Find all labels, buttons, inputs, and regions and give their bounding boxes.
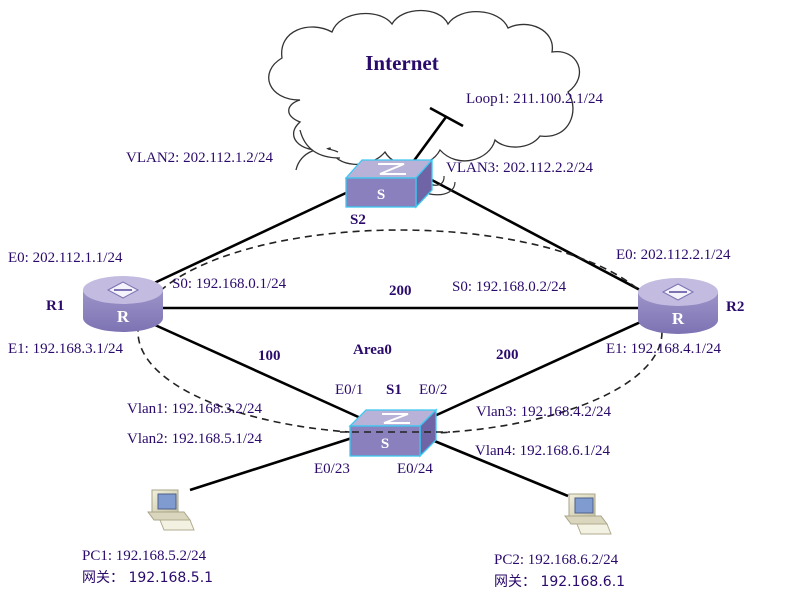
loopback-label: Loop1: 211.100.2.1/24 [466, 91, 603, 107]
s2-vlan3-label: VLAN3: 202.112.2.2/24 [446, 160, 593, 176]
r1-e1-label: E1: 192.168.3.1/24 [8, 341, 123, 357]
s1-vlan2-label: Vlan2: 192.168.5.1/24 [127, 431, 262, 447]
r2-e0-label: E0: 202.112.2.1/24 [616, 247, 731, 263]
link-r1-s2 [149, 190, 349, 287]
link-s2-r2 [427, 176, 641, 292]
r2-s0-label: S0: 192.168.0.2/24 [452, 279, 567, 295]
cost-r2-s1: 200 [496, 347, 519, 363]
cost-r1-s1: 100 [258, 348, 281, 364]
pc1-ip-label: PC1: 192.168.5.2/24 [82, 548, 207, 564]
s2-name: S2 [350, 212, 366, 228]
link-s1-pc2 [431, 438, 569, 498]
internet-cloud: Internet [268, 10, 581, 171]
switch-s2[interactable]: S [344, 158, 434, 209]
pc2-computer[interactable] [564, 493, 612, 535]
link-s1-pc1 [189, 436, 353, 492]
s1-port-e01: E0/1 [335, 382, 363, 398]
r1-name: R1 [46, 298, 64, 314]
internet-label: Internet [365, 51, 438, 75]
router-glyph-r: R [672, 309, 685, 328]
s1-port-e02: E0/2 [419, 382, 447, 398]
r1-e0-label: E0: 202.112.1.1/24 [8, 250, 123, 266]
r2-name: R2 [726, 299, 744, 315]
router-r2[interactable]: R [638, 278, 718, 334]
pc2-gateway-label: 网关： 192.168.6.1 [494, 574, 625, 590]
pc1-computer[interactable] [147, 489, 195, 531]
s1-port-e023: E0/23 [314, 461, 350, 477]
router-r1[interactable]: R [83, 276, 163, 332]
loopback-terminator [429, 106, 464, 128]
s2-vlan2-label: VLAN2: 202.112.1.2/24 [126, 150, 273, 166]
s1-vlan4-label: Vlan4: 192.168.6.1/24 [475, 443, 610, 459]
s1-vlan3-label: Vlan3: 192.168.4.2/24 [476, 404, 611, 420]
s1-vlan1-label: Vlan1: 192.168.3.2/24 [127, 401, 262, 417]
switch-glyph-s: S [377, 187, 385, 203]
s1-port-e024: E0/24 [397, 461, 433, 477]
router-glyph-r: R [117, 307, 130, 326]
link-s2-loopback [411, 116, 448, 163]
switch-glyph-s: S [381, 436, 389, 452]
pc2-ip-label: PC2: 192.168.6.2/24 [494, 552, 619, 568]
link-r1-s1 [154, 323, 366, 422]
switch-s1[interactable]: S [348, 408, 438, 458]
r1-s0-label: S0: 192.168.0.1/24 [172, 276, 287, 292]
area0-label: Area0 [353, 342, 392, 358]
links [149, 106, 646, 498]
link-r2-s1 [429, 318, 646, 420]
cost-r1-r2: 200 [389, 283, 412, 299]
r2-e1-label: E1: 192.168.4.1/24 [606, 341, 721, 357]
s1-name: S1 [386, 382, 402, 398]
pc1-gateway-label: 网关： 192.168.5.1 [82, 570, 213, 586]
